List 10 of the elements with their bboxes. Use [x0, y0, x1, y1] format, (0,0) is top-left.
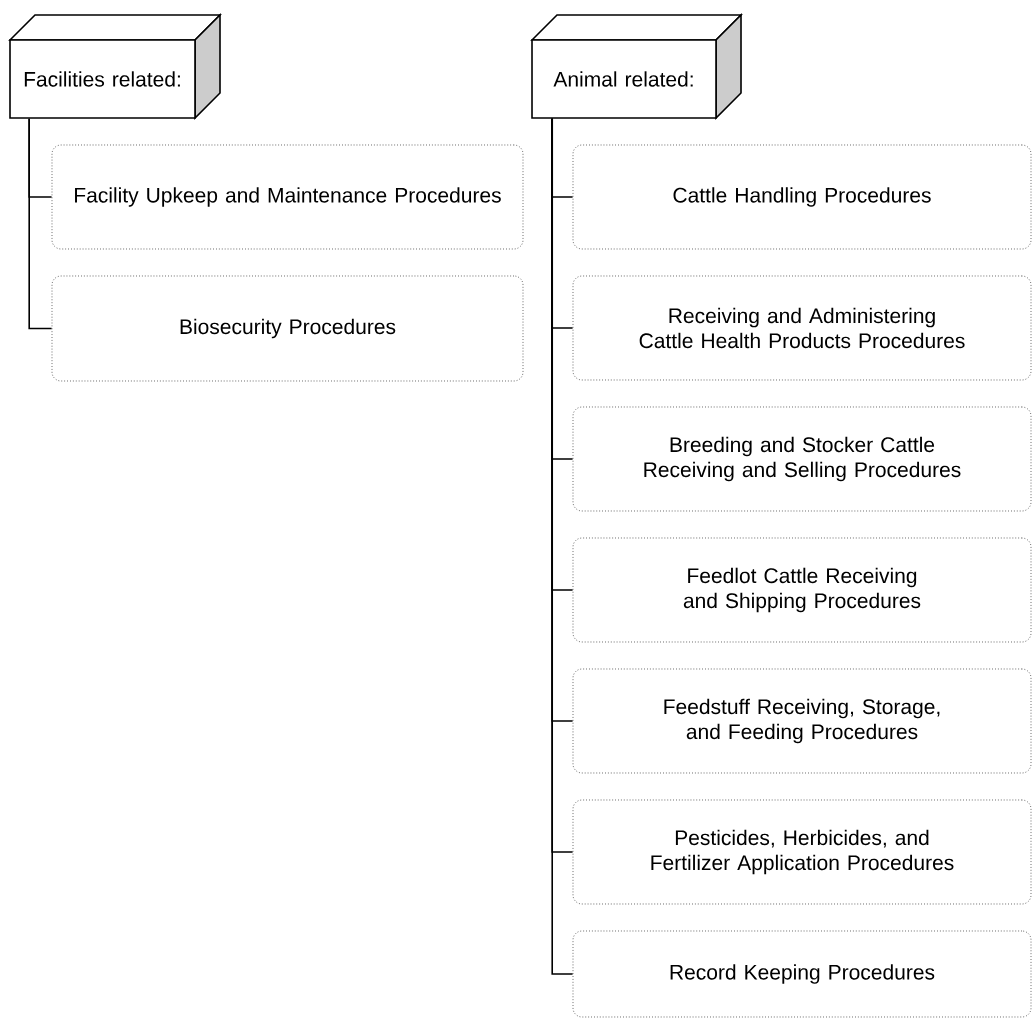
procedure-box: Receiving and Administering Cattle Health Products Procedures: [572, 275, 1032, 381]
procedure-box: Feedstuff Receiving, Storage, and Feeding Procedures: [572, 668, 1032, 774]
procedure-box: Cattle Handling Procedures: [572, 144, 1032, 250]
procedure-box: Breeding and Stocker Cattle Receiving and Selling Procedures: [572, 406, 1032, 512]
procedure-box: Record Keeping Procedures: [572, 930, 1032, 1018]
procedure-box: Biosecurity Procedures: [51, 275, 524, 382]
connector-line: [28, 118, 53, 330]
procedure-box: Facility Upkeep and Maintenance Procedures: [51, 144, 524, 250]
procedure-box: Pesticides, Herbicides, and Fertilizer Application Procedures: [572, 799, 1032, 905]
procedure-box: Feedlot Cattle Receiving and Shipping Procedures: [572, 537, 1032, 643]
